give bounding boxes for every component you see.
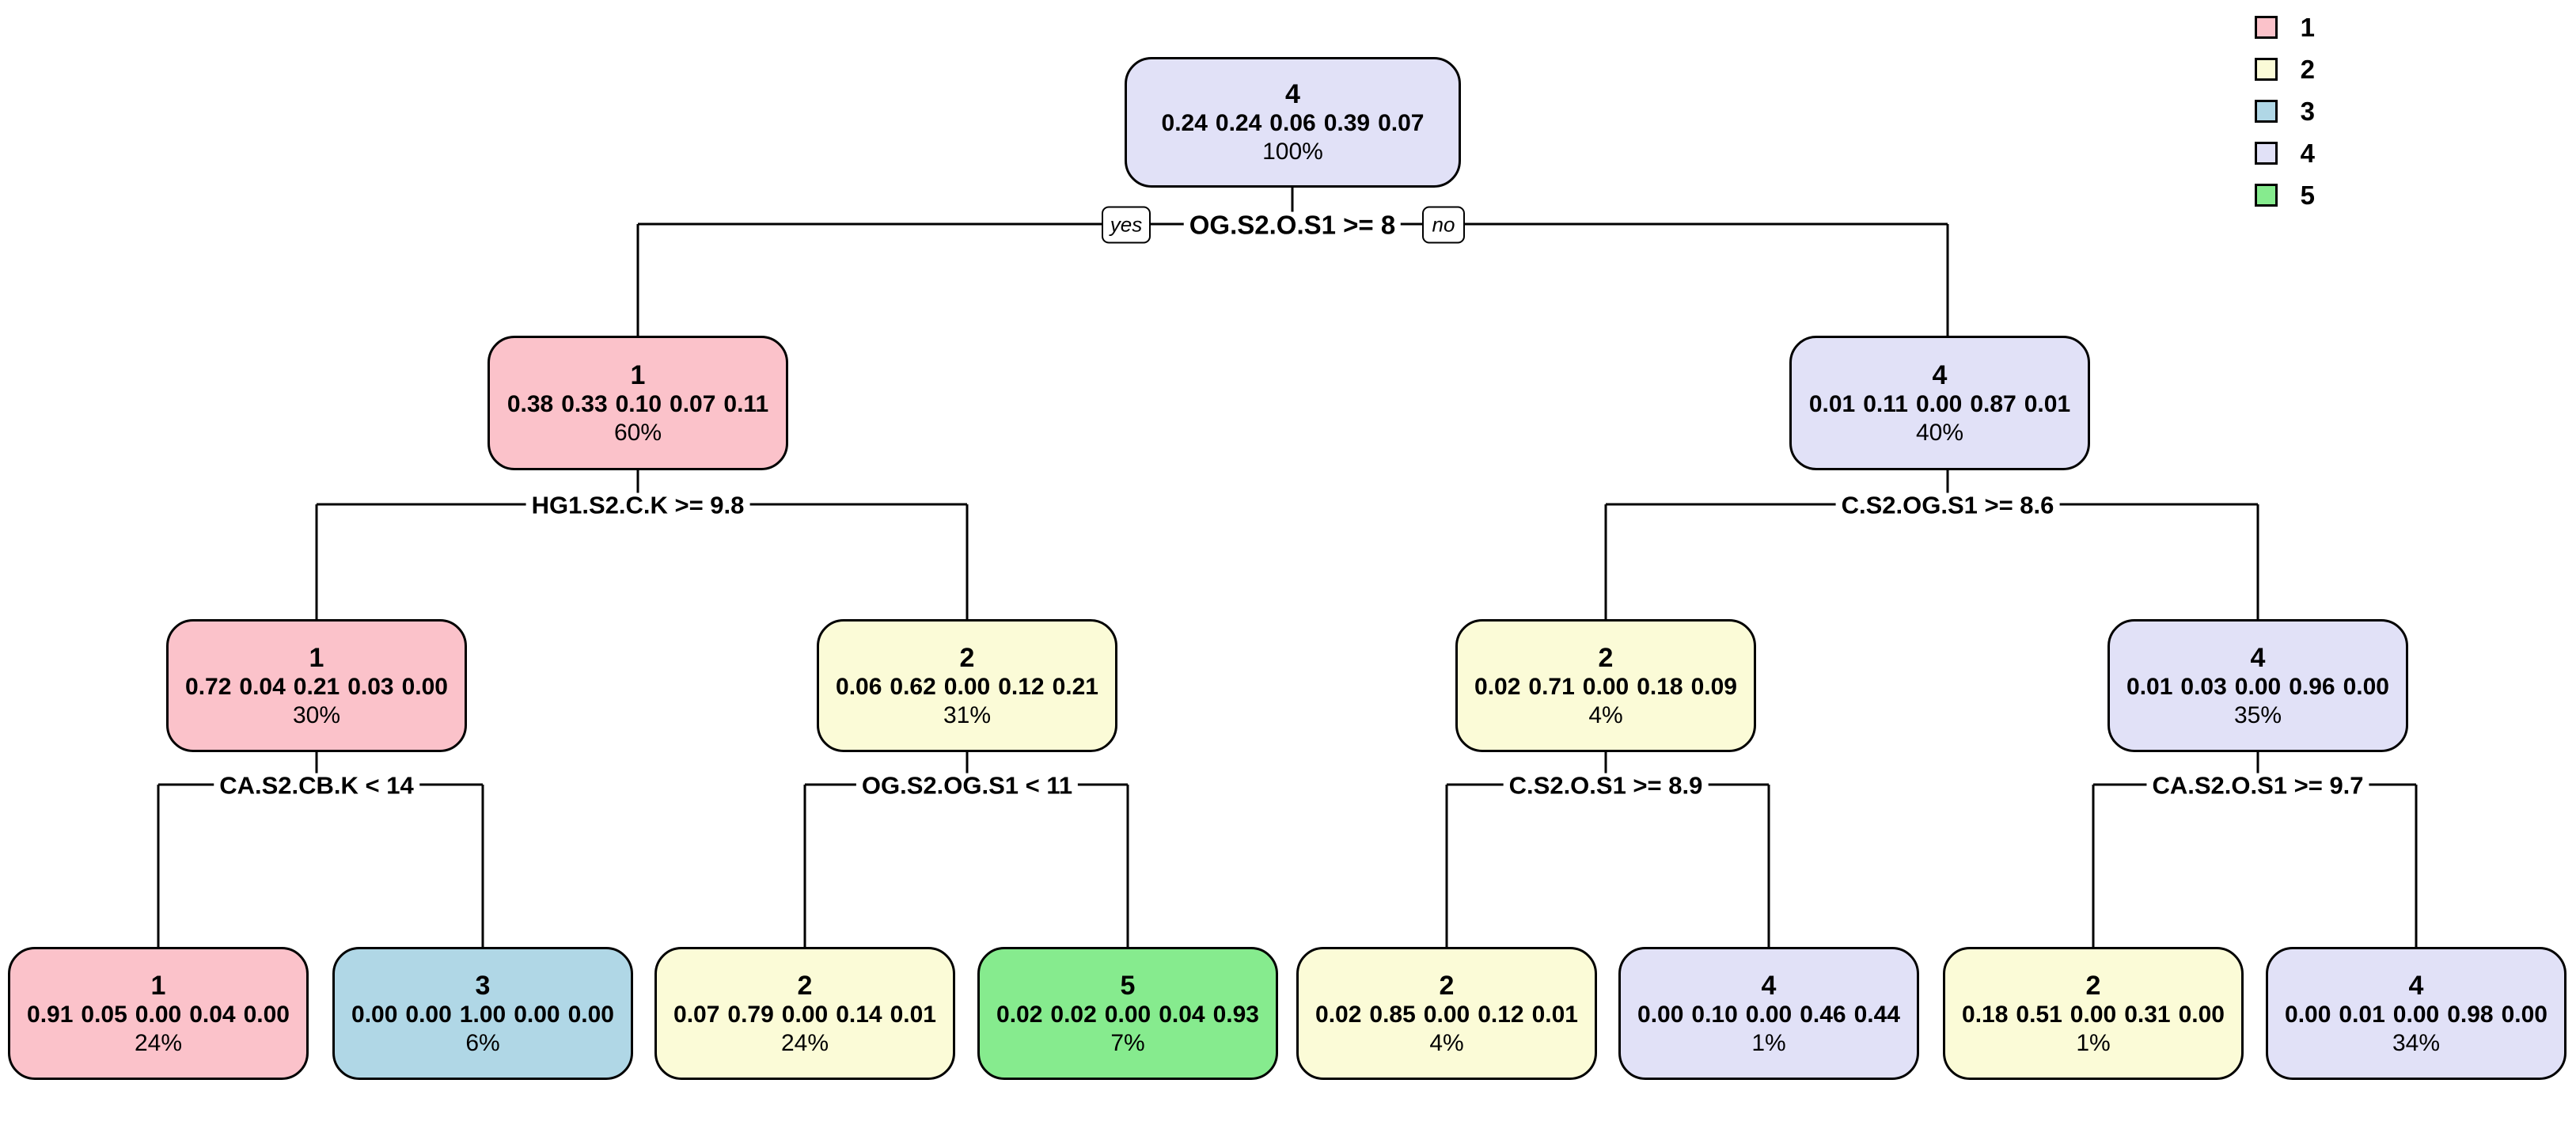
node-sample-percent: 1%: [2076, 1029, 2111, 1056]
split-condition-l2-right: C.S2.OG.S1 >= 8.6: [1835, 492, 2060, 518]
legend-item-5: 5: [2254, 174, 2315, 216]
node-sample-percent: 40%: [1915, 419, 1964, 446]
node-predicted-class: 4: [1932, 359, 1948, 390]
split-condition-l3-b: OG.S2.OG.S1 < 11: [856, 773, 1079, 798]
node-predicted-class: 4: [2250, 642, 2266, 673]
node-predicted-class: 4: [2408, 970, 2424, 1001]
node-predicted-class: 2: [797, 970, 813, 1001]
node-predicted-class: 2: [1598, 642, 1614, 673]
legend-swatch-4-icon: [2254, 142, 2278, 165]
legend-item-3: 3: [2254, 90, 2315, 132]
legend-swatch-1-icon: [2254, 16, 2278, 39]
legend-label-3: 3: [2300, 97, 2315, 126]
node-predicted-class: 2: [2085, 970, 2101, 1001]
legend-swatch-2-icon: [2254, 58, 2278, 81]
legend-label-1: 1: [2300, 13, 2315, 42]
node-predicted-class: 3: [475, 970, 491, 1001]
legend-swatch-5-icon: [2254, 184, 2278, 207]
node-predicted-class: 1: [630, 359, 646, 390]
legend-label-2: 2: [2300, 55, 2315, 84]
node-sample-percent: 30%: [292, 701, 341, 728]
node-sample-percent: 24%: [780, 1029, 829, 1056]
node-sample-percent: 31%: [943, 701, 992, 728]
legend-item-1: 1: [2254, 6, 2315, 48]
legend-item-2: 2: [2254, 48, 2315, 90]
node-sample-percent: 6%: [465, 1029, 500, 1056]
split-condition-l3-d: CA.S2.O.S1 >= 9.7: [2146, 773, 2369, 798]
node-predicted-class: 4: [1761, 970, 1777, 1001]
node-sample-percent: 4%: [1429, 1029, 1464, 1056]
node-sample-percent: 60%: [613, 419, 662, 446]
legend-label-5: 5: [2300, 181, 2315, 210]
legend-swatch-3-icon: [2254, 100, 2278, 123]
split-condition-l3-a: CA.S2.CB.K < 14: [214, 773, 419, 798]
node-sample-percent: 24%: [134, 1029, 183, 1056]
node-sample-percent: 7%: [1110, 1029, 1145, 1056]
branch-chip-yes-root[interactable]: yes: [1102, 206, 1151, 244]
legend-label-4: 4: [2300, 139, 2315, 168]
node-predicted-class: 2: [959, 642, 975, 673]
node-predicted-class: 2: [1439, 970, 1455, 1001]
split-condition-l3-c: C.S2.O.S1 >= 8.9: [1503, 773, 1709, 798]
node-predicted-class: 1: [150, 970, 166, 1001]
node-sample-percent: 1%: [1751, 1029, 1786, 1056]
split-condition-l2-left: HG1.S2.C.K >= 9.8: [525, 492, 750, 518]
node-sample-percent: 100%: [1262, 139, 1323, 165]
branch-chip-no-root[interactable]: no: [1422, 206, 1465, 244]
node-predicted-class: 1: [309, 642, 324, 673]
node-sample-percent: 34%: [2392, 1029, 2441, 1056]
legend-item-4: 4: [2254, 132, 2315, 174]
node-predicted-class: 5: [1120, 970, 1136, 1001]
split-condition-root: OG.S2.O.S1 >= 8: [1183, 211, 1402, 238]
node-sample-percent: 35%: [2233, 701, 2282, 728]
node-sample-percent: 4%: [1588, 701, 1623, 728]
node-predicted-class: 4: [1285, 79, 1300, 109]
class-legend: 1 2 3 4 5: [2254, 6, 2315, 216]
